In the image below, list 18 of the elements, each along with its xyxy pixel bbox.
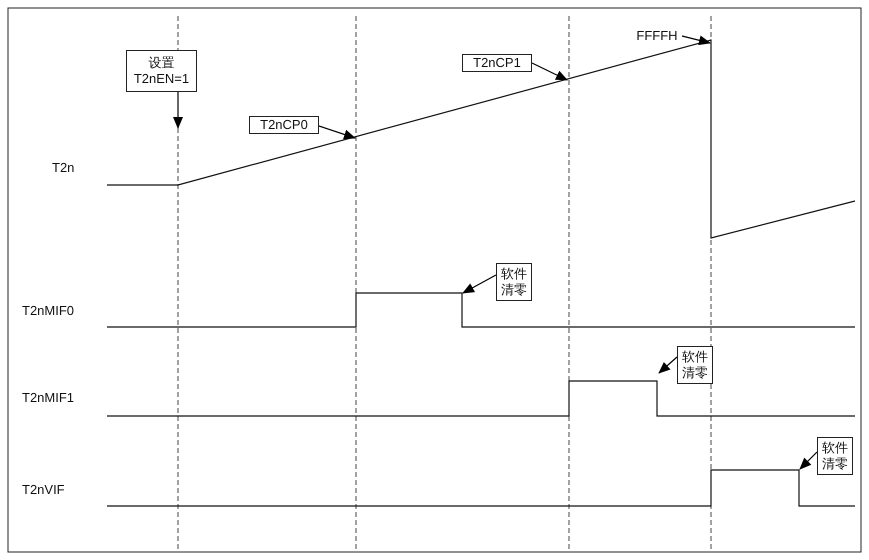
leader-arrow	[318, 125, 356, 140]
callout-box: T2nCP0	[249, 116, 319, 134]
leader-arrow	[799, 452, 818, 470]
callout-text: FFFFH	[632, 28, 682, 44]
callout-box: 软件清零	[817, 437, 853, 475]
signal-name: T2nMIF1	[22, 390, 74, 405]
signal-name: T2nMIF0	[22, 303, 74, 318]
callout-box: 设置 T2nEN=1	[126, 50, 197, 92]
signal-name: T2n	[52, 160, 74, 175]
callout-box: 软件清零	[496, 263, 532, 301]
leader-arrow	[532, 62, 568, 81]
leader-arrow	[658, 356, 678, 374]
signal-name: T2nVIF	[22, 482, 65, 497]
callout-box: 软件清零	[677, 346, 713, 384]
callout-box: T2nCP1	[462, 54, 532, 72]
leader-arrow	[462, 274, 496, 294]
leader-arrow	[682, 35, 711, 46]
leader-arrow	[173, 92, 183, 129]
